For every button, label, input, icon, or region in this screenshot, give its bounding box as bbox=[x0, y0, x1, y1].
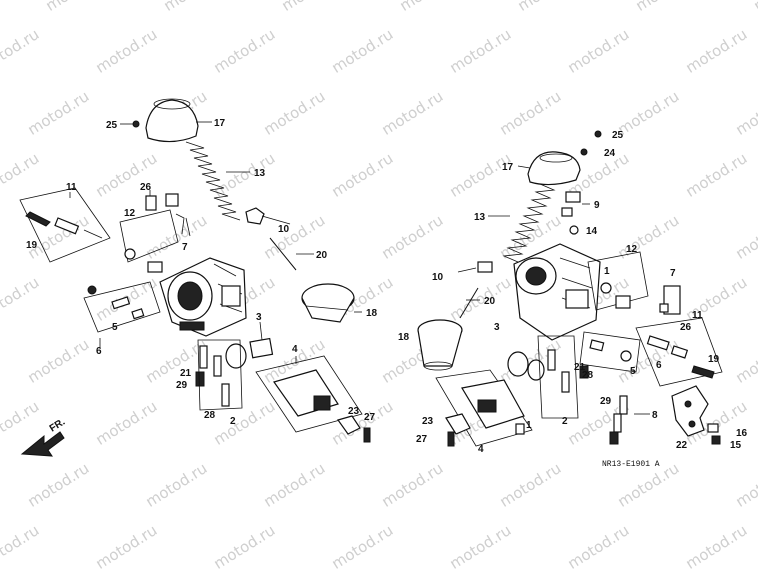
left-bracket-11 bbox=[19, 187, 111, 263]
callout: 28 bbox=[582, 370, 594, 381]
left-piston-18 bbox=[301, 283, 355, 323]
right-needle-holder bbox=[477, 261, 493, 273]
callout: 10 bbox=[278, 224, 290, 235]
callout: 27 bbox=[416, 434, 428, 445]
callout: 13 bbox=[254, 168, 266, 179]
diagram-code: NR13-E1901 A bbox=[602, 460, 660, 469]
callout: 25 bbox=[612, 130, 624, 141]
callout: 20 bbox=[484, 296, 496, 307]
left-fitting-26 bbox=[145, 195, 157, 211]
right-float-bowl bbox=[435, 369, 533, 447]
right-carburetor-assembly bbox=[417, 130, 723, 447]
front-direction-arrow: FR. bbox=[20, 417, 68, 457]
callout: 2 bbox=[562, 416, 568, 427]
callout: 5 bbox=[630, 366, 636, 377]
callout: 16 bbox=[736, 428, 748, 439]
right-spring bbox=[502, 183, 556, 263]
left-carburetor-body bbox=[159, 257, 247, 337]
callout: 29 bbox=[176, 380, 188, 391]
callout: 23 bbox=[348, 406, 360, 417]
callout: 2 bbox=[230, 416, 236, 427]
callout: 5 bbox=[112, 322, 118, 333]
callout: 17 bbox=[502, 162, 514, 173]
callout: 1 bbox=[604, 266, 610, 277]
callout: 23 bbox=[422, 416, 434, 427]
callout: 6 bbox=[656, 360, 662, 371]
right-top-cover bbox=[527, 151, 581, 186]
left-needle-holder bbox=[245, 207, 265, 225]
callout: 20 bbox=[316, 250, 328, 261]
right-bracket-22 bbox=[671, 385, 709, 437]
left-carburetor-assembly bbox=[19, 98, 371, 443]
callout: 27 bbox=[364, 412, 376, 423]
callout: 19 bbox=[708, 354, 720, 365]
callout: 10 bbox=[432, 272, 444, 283]
callout: 18 bbox=[398, 332, 410, 343]
callout: 3 bbox=[494, 322, 500, 333]
callout: 29 bbox=[600, 396, 612, 407]
left-top-cover bbox=[145, 99, 199, 143]
callout: 12 bbox=[626, 244, 638, 255]
callout: 12 bbox=[124, 208, 136, 219]
right-carburetor-body bbox=[513, 243, 601, 341]
callout: 7 bbox=[182, 242, 188, 253]
right-screw-9 bbox=[565, 191, 581, 203]
callout: 11 bbox=[66, 182, 77, 193]
right-piston-18 bbox=[417, 319, 463, 371]
callout: 7 bbox=[670, 268, 676, 279]
callout: 13 bbox=[474, 212, 486, 223]
callout: 14 bbox=[586, 226, 598, 237]
right-callouts: 25 24 17 9 13 14 12 10 1 7 20 26 11 18 3… bbox=[398, 130, 748, 455]
left-spring bbox=[185, 141, 241, 221]
callout: 11 bbox=[692, 310, 703, 321]
callout: 8 bbox=[652, 410, 658, 421]
callout: 18 bbox=[366, 308, 378, 319]
callout: 24 bbox=[604, 148, 616, 159]
callout: 21 bbox=[180, 368, 192, 379]
callout: 3 bbox=[256, 312, 262, 323]
callout: 1 bbox=[526, 420, 532, 431]
callout: 9 bbox=[594, 200, 600, 211]
right-jet-8 bbox=[609, 395, 628, 445]
callout: 4 bbox=[478, 444, 484, 455]
callout: 28 bbox=[204, 410, 216, 421]
callout: 26 bbox=[140, 182, 152, 193]
left-jet-stack bbox=[195, 339, 243, 411]
callout: 15 bbox=[730, 440, 742, 451]
callout: 4 bbox=[292, 344, 298, 355]
callout: 21 bbox=[574, 362, 586, 373]
callout: 17 bbox=[214, 118, 226, 129]
right-bracket-11 bbox=[635, 317, 723, 387]
svg-text:FR.: FR. bbox=[48, 417, 68, 435]
callout: 25 bbox=[106, 120, 118, 131]
callout: 6 bbox=[96, 346, 102, 357]
callout: 19 bbox=[26, 240, 38, 251]
callout: 22 bbox=[676, 440, 688, 451]
left-callouts: 25 17 13 11 26 12 10 7 19 20 18 5 6 3 4 … bbox=[26, 118, 378, 427]
callout: 26 bbox=[680, 322, 692, 333]
left-float-bowl bbox=[255, 355, 371, 443]
